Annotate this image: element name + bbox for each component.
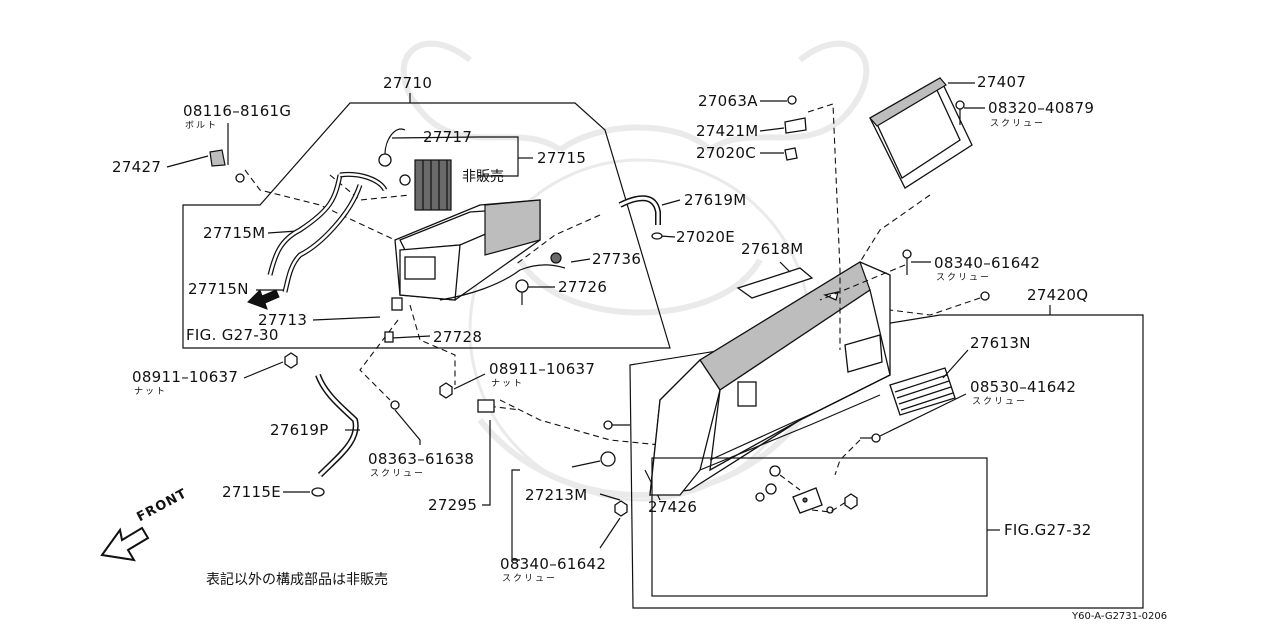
hose-27715m — [267, 174, 343, 276]
label-08340-61642-lower[interactable]: 08340–61642 — [500, 555, 607, 573]
tray-27407 — [869, 77, 973, 189]
label-08340-lower-screw: スクリュー — [502, 574, 558, 584]
label-fig-g27-32[interactable]: FIG.G27-32 — [1004, 521, 1092, 539]
label-27427[interactable]: 27427 — [112, 158, 162, 176]
label-27715m[interactable]: 27715M — [203, 224, 266, 242]
diagram-code: Y60-A-G2731-0206 — [1072, 611, 1168, 622]
label-27715n[interactable]: 27715N — [188, 280, 249, 298]
label-08363-screw: スクリュー — [370, 469, 426, 479]
nut-08911-b — [439, 382, 453, 399]
label-08911-10637-center[interactable]: 08911–10637 — [489, 360, 596, 378]
label-08911-left-nut: ナット — [134, 387, 168, 397]
label-27619m[interactable]: 27619M — [684, 191, 747, 209]
label-27020e[interactable]: 27020E — [676, 228, 735, 246]
label-27736[interactable]: 27736 — [592, 250, 642, 268]
label-27295[interactable]: 27295 — [428, 496, 478, 514]
front-arrow — [100, 526, 150, 562]
label-27619p[interactable]: 27619P — [270, 421, 329, 439]
label-08911-10637-left[interactable]: 08911–10637 — [132, 368, 239, 386]
label-08530-41642[interactable]: 08530–41642 — [970, 378, 1077, 396]
label-08363-61638[interactable]: 08363–61638 — [368, 450, 475, 468]
label-fig-g27-30[interactable]: FIG. G27-30 — [186, 326, 279, 344]
group-outline-27710 — [182, 102, 671, 349]
label-27618m[interactable]: 27618M — [741, 240, 804, 258]
label-27421m[interactable]: 27421M — [696, 122, 759, 140]
latch-parts — [755, 465, 858, 514]
label-08116-bolt: ボルト — [185, 121, 219, 131]
label-08116-8161g[interactable]: 08116–8161G — [183, 102, 292, 120]
grille-27613n — [889, 367, 956, 416]
bracket-27427 — [209, 149, 226, 167]
label-27713[interactable]: 27713 — [258, 311, 308, 329]
label-27407[interactable]: 27407 — [977, 73, 1027, 91]
sensor-27717 — [378, 128, 411, 186]
label-27726[interactable]: 27726 — [558, 278, 608, 296]
label-27613n[interactable]: 27613N — [970, 334, 1031, 352]
label-27213m[interactable]: 27213M — [525, 486, 588, 504]
blower-box-assembly — [394, 159, 541, 301]
inset-fig-g27-32 — [651, 457, 988, 597]
label-27115e[interactable]: 27115E — [222, 483, 281, 501]
label-27710[interactable]: 27710 — [383, 74, 433, 92]
label-27728[interactable]: 27728 — [433, 328, 483, 346]
footer-note: 表記以外の構成部品は非販売 — [206, 572, 388, 588]
label-not-for-sale: 非販売 — [462, 169, 504, 185]
label-08320-40879[interactable]: 08320–40879 — [988, 99, 1095, 117]
nut-08911-a — [284, 352, 298, 369]
front-arrow-small — [247, 289, 280, 310]
bracket-27618m — [736, 267, 814, 299]
label-27063a[interactable]: 27063A — [698, 92, 758, 110]
label-08320-screw: スクリュー — [990, 119, 1046, 129]
label-27426[interactable]: 27426 — [648, 498, 698, 516]
label-08340-right-screw: スクリュー — [936, 273, 992, 283]
label-27717[interactable]: 27717 — [423, 128, 473, 146]
clip-27295 — [477, 399, 495, 413]
label-27020c[interactable]: 27020C — [696, 144, 756, 162]
label-27715[interactable]: 27715 — [537, 149, 587, 167]
label-27420q[interactable]: 27420Q — [1027, 286, 1089, 304]
label-08530-screw: スクリュー — [972, 397, 1028, 407]
label-08911-center-nut: ナット — [491, 379, 525, 389]
label-08340-61642-right[interactable]: 08340–61642 — [934, 254, 1041, 272]
side-trim-panel — [649, 261, 891, 496]
